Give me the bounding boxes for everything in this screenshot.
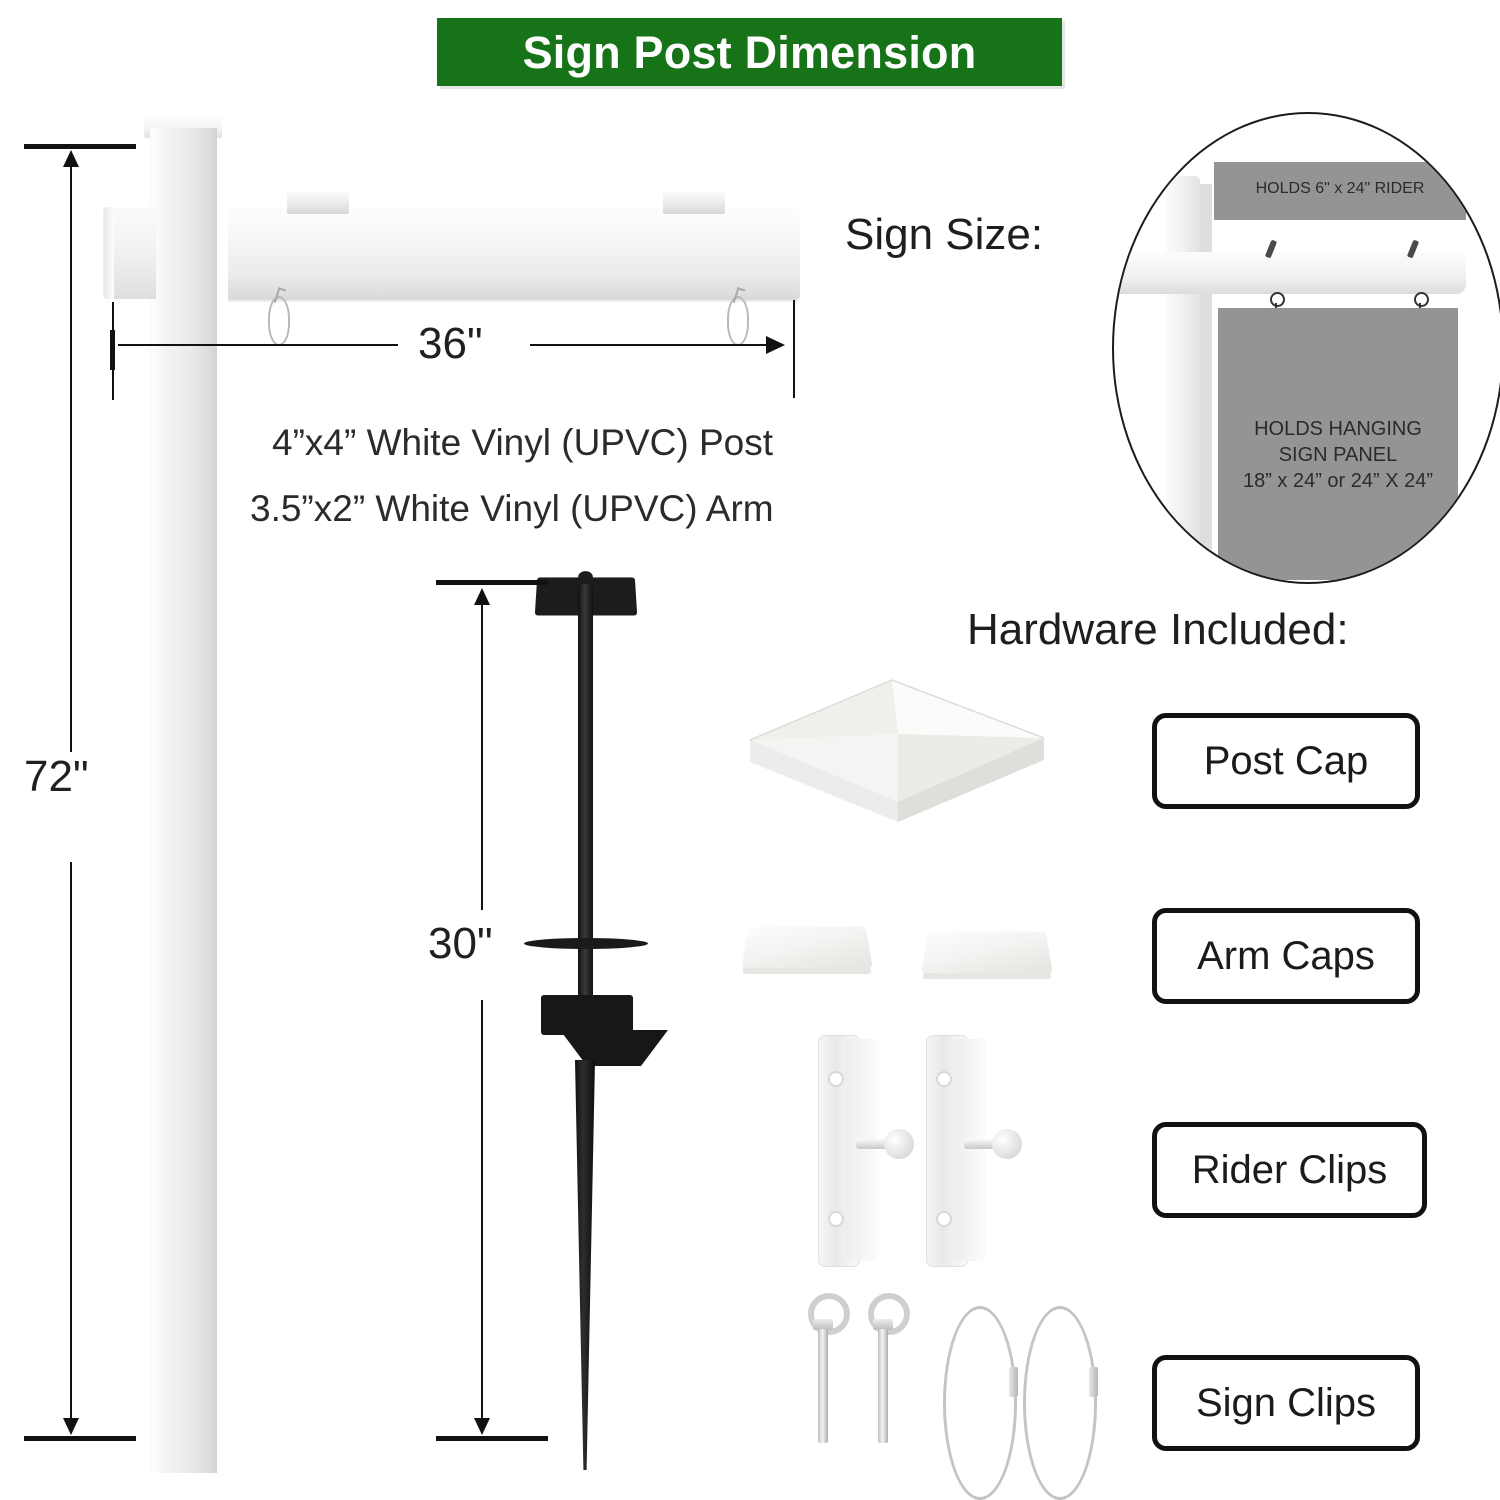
panel-text-line-3: 18” x 24” or 24” X 24” — [1242, 470, 1434, 492]
stake-dimension-line-lower — [481, 1000, 483, 1420]
page-title-banner: Sign Post Dimension — [437, 18, 1062, 86]
sign-size-heading: Sign Size: — [845, 210, 1044, 259]
hardware-label-text: Rider Clips — [1191, 1147, 1388, 1192]
eye-bolt-nut — [873, 1319, 893, 1330]
arm-cap-image-1 — [741, 926, 873, 968]
sign-eyebolt-left-icon — [1270, 292, 1285, 307]
arm-hook-right-icon — [727, 296, 749, 346]
hardware-label-post-cap: Post Cap — [1152, 713, 1420, 809]
post-dimension-arrow-up — [63, 150, 79, 167]
stake-dimension-arrow-up — [474, 588, 490, 605]
wire-loop-image-2 — [1023, 1306, 1098, 1500]
post-dimension-top-tick — [24, 144, 136, 149]
rider-clip-plate-back — [954, 1039, 986, 1261]
panel-text-line-2: SIGN PANEL — [1278, 444, 1398, 466]
arm-length-label: 36" — [418, 319, 483, 368]
stake-dimension-line-upper — [481, 600, 483, 910]
eye-bolt-shank — [818, 1329, 828, 1443]
arm-dimension-right-tick — [793, 300, 795, 398]
hardware-included-heading: Hardware Included: — [967, 605, 1349, 654]
stake-shaft — [578, 584, 593, 1028]
rider-panel-text: HOLDS 6" x 24" RIDER — [1255, 180, 1425, 197]
eye-bolt-image-1 — [806, 1293, 850, 1443]
arm-hook-left-icon — [268, 296, 290, 346]
hardware-label-rider-clips: Rider Clips — [1152, 1122, 1427, 1218]
arm-dimension-left-cross — [110, 330, 115, 370]
eye-bolt-image-2 — [866, 1293, 910, 1443]
arm-left-stub — [104, 207, 156, 299]
callout-post — [1166, 176, 1200, 576]
hardware-label-text: Sign Clips — [1195, 1380, 1377, 1425]
arm-mount-block-right — [663, 192, 725, 214]
panel-text-line-1: HOLDS HANGING — [1254, 418, 1422, 440]
rider-clip-knob — [992, 1129, 1022, 1159]
stake-dimension-top-tick — [436, 580, 548, 585]
stake-collar — [541, 995, 633, 1035]
rider-clip-hole-bottom — [936, 1211, 952, 1227]
hardware-label-sign-clips: Sign Clips — [1152, 1355, 1420, 1451]
sign-eyebolt-right-icon — [1414, 292, 1429, 307]
rider-clip-plate-back — [846, 1039, 878, 1261]
rider-clip-image-2 — [926, 1035, 1022, 1267]
post-dimension-bottom-tick — [24, 1436, 136, 1441]
rider-clip-hole-bottom — [828, 1211, 844, 1227]
rider-clip-knob — [884, 1129, 914, 1159]
arm-dimension-arrow-right — [766, 336, 785, 354]
wire-loop-image-1 — [943, 1306, 1018, 1500]
post-height-label: 72" — [24, 752, 89, 801]
rider-clip-image-1 — [818, 1035, 914, 1267]
post-dimension-arrow-down — [63, 1418, 79, 1435]
hardware-label-text: Post Cap — [1203, 738, 1369, 783]
stake-point — [575, 1060, 595, 1470]
stake-length-label: 30" — [428, 919, 493, 968]
rider-clip-hole-top — [828, 1071, 844, 1087]
spec-arm-text: 3.5”x2” White Vinyl (UPVC) Arm — [250, 488, 774, 529]
wire-loop-clasp — [1089, 1367, 1098, 1397]
callout-hanging-sign-panel: HOLDS HANGING SIGN PANEL 18” x 24” or 24… — [1218, 308, 1458, 580]
vinyl-post — [150, 128, 217, 1473]
post-dimension-line-lower — [70, 862, 72, 1420]
sign-size-callout-circle: HOLDS 6" x 24" RIDER HOLDS HANGING SIGN … — [1112, 112, 1500, 584]
post-dimension-line-upper — [70, 162, 72, 752]
arm-dimension-line-left — [118, 344, 398, 346]
arm-mount-block-left — [287, 192, 349, 214]
callout-arm — [1114, 252, 1466, 294]
hardware-label-arm-caps: Arm Caps — [1152, 908, 1420, 1004]
vinyl-arm — [228, 208, 800, 300]
post-cap-image — [748, 679, 1046, 822]
eye-bolt-shank — [878, 1329, 888, 1443]
arm-dimension-line-right — [530, 344, 768, 346]
rider-clip-bolt — [964, 1139, 998, 1149]
spec-post-text: 4”x4” White Vinyl (UPVC) Post — [272, 422, 773, 463]
callout-post-shadow — [1200, 184, 1212, 576]
stake-washer — [524, 938, 648, 949]
arm-cap-image-2 — [921, 931, 1053, 973]
wire-loop-clasp — [1009, 1367, 1018, 1397]
rider-clip-bolt — [856, 1139, 890, 1149]
callout-rider-panel: HOLDS 6" x 24" RIDER — [1214, 162, 1466, 220]
page-title: Sign Post Dimension — [522, 26, 977, 78]
stake-dimension-bottom-tick — [436, 1436, 548, 1441]
hardware-label-text: Arm Caps — [1197, 933, 1375, 978]
stake-dimension-arrow-down — [474, 1418, 490, 1435]
eye-bolt-nut — [813, 1319, 833, 1330]
rider-clip-hole-top — [936, 1071, 952, 1087]
